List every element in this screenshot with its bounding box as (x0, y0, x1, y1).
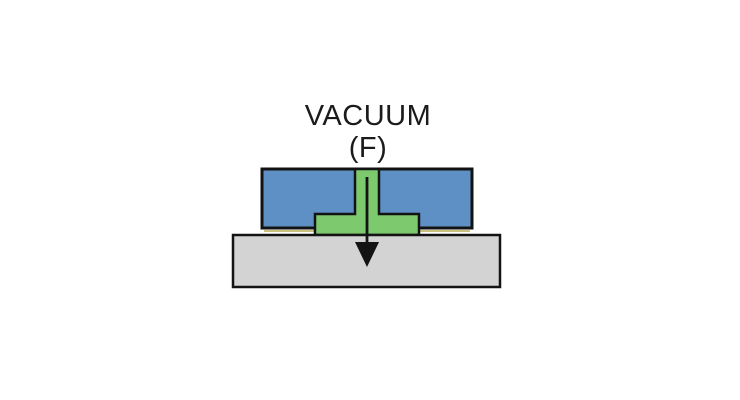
force-symbol-label: (F) (349, 132, 388, 164)
vacuum-label: VACUUM (305, 100, 432, 132)
down-arrow-icon (355, 242, 379, 267)
